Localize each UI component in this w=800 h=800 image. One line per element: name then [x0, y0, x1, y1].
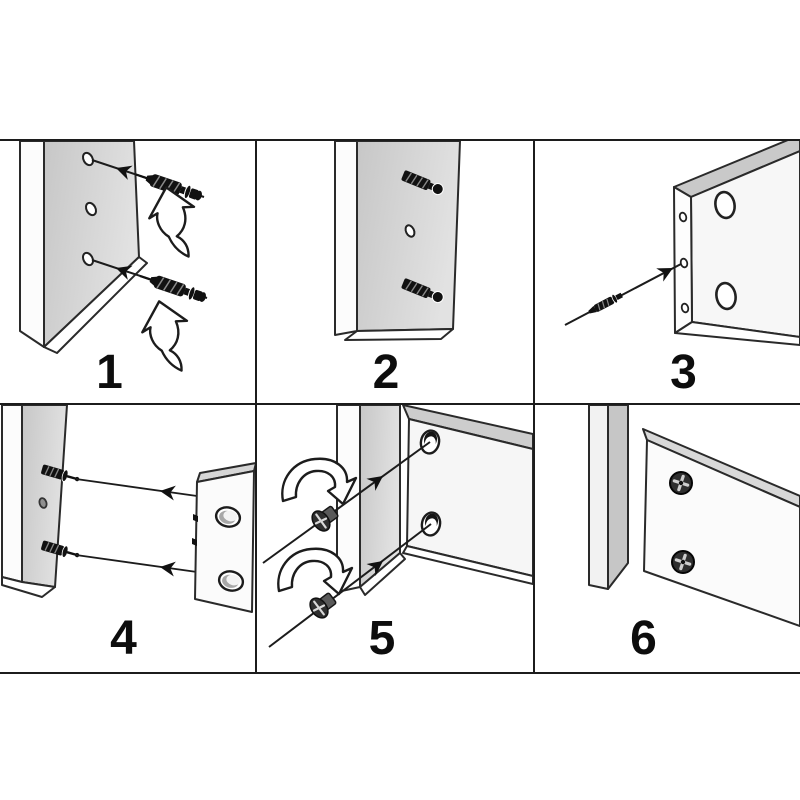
board — [19, 141, 148, 354]
step-1-number: 1 — [96, 346, 123, 399]
phillips-screw-icon — [668, 470, 694, 496]
dowel-screw-icon — [136, 268, 209, 306]
center-hole — [38, 497, 48, 509]
step-3-number: 3 — [670, 346, 697, 399]
push-turn-arrow-icon — [136, 296, 197, 378]
step-1-drawing — [19, 141, 209, 378]
step-panel-1: 1 — [0, 141, 257, 405]
upright-board — [588, 405, 629, 590]
board — [673, 141, 800, 346]
step-panel-3: 3 — [535, 141, 800, 405]
step-panel-5: 5 — [257, 405, 535, 672]
pilot-holes — [81, 151, 98, 267]
step-2-drawing — [334, 141, 461, 341]
step-panel-4: 4 — [0, 405, 257, 672]
board — [1, 405, 68, 598]
step-5-drawing — [262, 405, 533, 648]
step-4-drawing — [1, 405, 255, 613]
edge-socket — [193, 514, 198, 522]
guide-lines — [75, 478, 198, 573]
bracket — [642, 428, 800, 627]
board — [334, 141, 461, 341]
phillips-screw-icon — [670, 549, 696, 575]
step-4-number: 4 — [110, 612, 137, 665]
guide-lines — [262, 441, 432, 648]
step-3-drawing — [564, 141, 800, 346]
step-5-number: 5 — [368, 612, 396, 665]
insert-arrow-icon — [656, 261, 677, 282]
step-panel-6: 6 — [535, 405, 800, 672]
step-panel-2: 2 — [257, 141, 535, 405]
center-hole — [404, 224, 416, 238]
guide-line — [564, 263, 682, 326]
instruction-grid: 1 2 — [0, 139, 800, 674]
upright-board — [336, 405, 406, 596]
connector-screw-icon — [586, 290, 625, 318]
edge-socket — [192, 538, 197, 546]
step-6-number: 6 — [630, 612, 657, 665]
step-6-drawing — [588, 405, 800, 627]
cam-screw-icon — [305, 587, 341, 623]
rail-board — [402, 405, 533, 585]
cam-holes — [714, 190, 737, 311]
step-2-number: 2 — [372, 346, 400, 399]
